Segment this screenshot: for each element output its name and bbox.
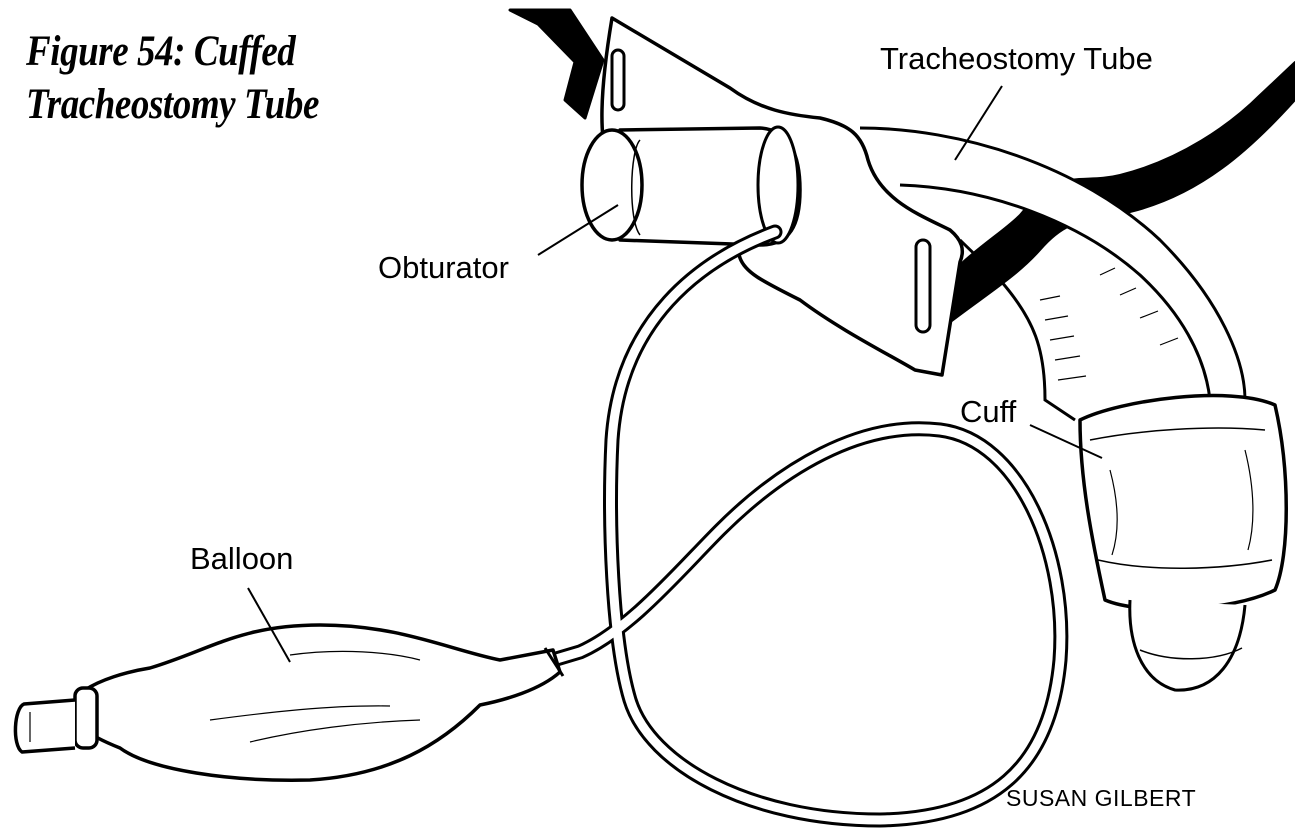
balloon-valve — [15, 688, 97, 752]
label-obturator: Obturator — [378, 252, 509, 283]
cuff-shape — [1080, 396, 1286, 610]
artist-credit: SUSAN GILBERT — [1006, 787, 1196, 810]
tube-tip — [1130, 600, 1245, 690]
figure-title-line-2: Tracheostomy Tube — [26, 83, 319, 126]
pilot-balloon — [85, 625, 563, 780]
figure-title-line-1: Figure 54: Cuffed — [26, 30, 295, 73]
pilot-line — [553, 232, 1061, 820]
label-balloon: Balloon — [190, 543, 293, 574]
label-cuff: Cuff — [960, 396, 1016, 427]
label-tracheostomy-tube: Tracheostomy Tube — [880, 43, 1153, 74]
neck-strap-left — [510, 10, 603, 118]
